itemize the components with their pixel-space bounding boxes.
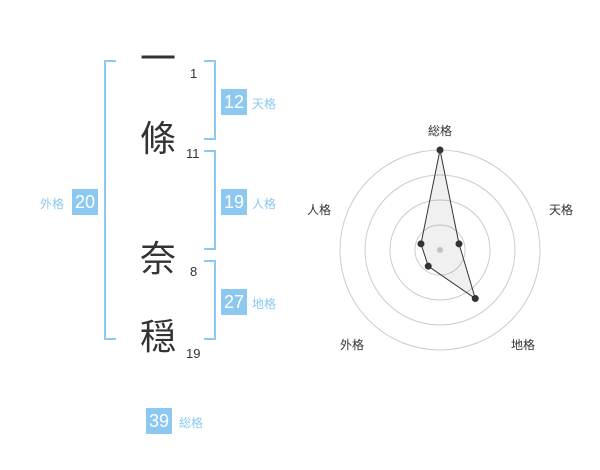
soukaku-value: 39 xyxy=(146,408,172,434)
stroke-count-3: 8 xyxy=(190,264,198,279)
radar-point-3 xyxy=(471,295,479,303)
radar-ring xyxy=(389,199,491,301)
gaikaku-label: 外格 xyxy=(40,197,65,211)
chikaku-bracket xyxy=(204,260,216,340)
tenkaku-bracket xyxy=(204,60,216,140)
radar-center xyxy=(437,247,443,253)
radar-point-1 xyxy=(436,146,444,154)
radar-ring xyxy=(364,174,516,326)
radar-axis-label-soukaku: 総格 xyxy=(428,124,453,138)
name-char-4: 穏 xyxy=(140,317,177,358)
jinkaku-bracket xyxy=(204,150,216,250)
radar-point-2 xyxy=(455,240,463,248)
radar-axis-label-gaikaku: 外格 xyxy=(340,338,365,352)
tenkaku-value: 12 xyxy=(221,89,247,115)
stroke-count-4: 19 xyxy=(186,346,201,361)
radar-point-4 xyxy=(424,262,432,270)
radar-series-polygon xyxy=(420,149,477,300)
radar-ring xyxy=(414,224,466,276)
name-char-3: 奈 xyxy=(140,239,177,280)
jinkaku-value: 19 xyxy=(221,189,247,215)
radar-axis-label-jinkaku: 人格 xyxy=(307,203,332,217)
gaikaku-bracket xyxy=(104,60,116,340)
chikaku-label: 地格 xyxy=(252,297,277,311)
radar-axis-label-chikaku: 地格 xyxy=(511,338,536,352)
tenkaku-label: 天格 xyxy=(252,97,277,111)
name-char-2: 條 xyxy=(140,119,177,160)
gaikaku-value: 20 xyxy=(72,189,98,215)
stroke-count-1: 1 xyxy=(190,66,198,81)
jinkaku-label: 人格 xyxy=(252,197,277,211)
radar-axis-label-tenkaku: 天格 xyxy=(549,203,574,217)
chikaku-value: 27 xyxy=(221,289,247,315)
soukaku-label: 総格 xyxy=(179,416,204,430)
radar-point-5 xyxy=(417,240,425,248)
name-char-1: 一 xyxy=(140,39,177,80)
stroke-count-2: 11 xyxy=(186,146,200,161)
